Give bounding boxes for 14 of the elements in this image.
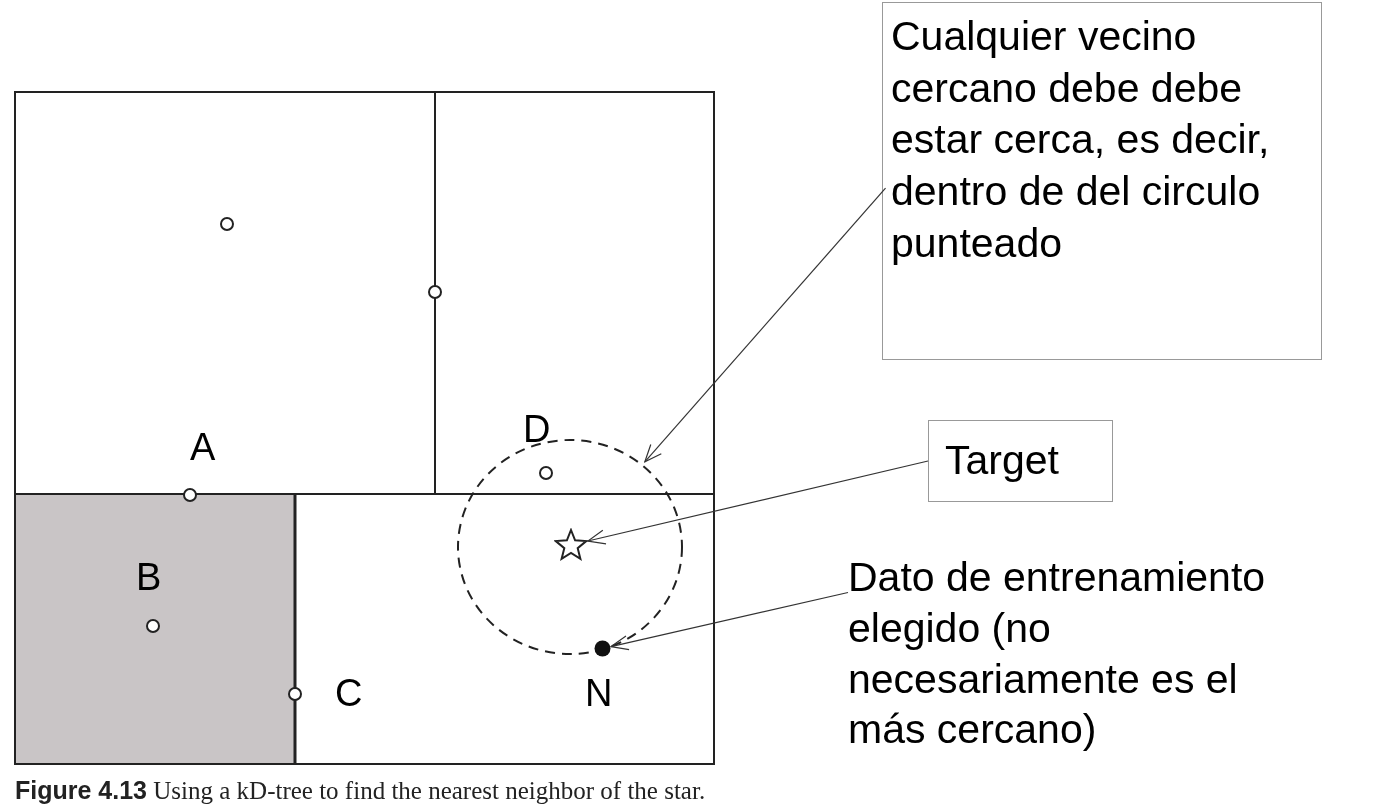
filled-point <box>594 640 611 657</box>
callout-box: Cualquier vecino cercano debe debe estar cerca, es decir, dentro de del circulo punteado <box>882 2 1322 360</box>
arrow <box>587 460 929 545</box>
callout-box: Target <box>928 420 1113 502</box>
arrow <box>644 187 887 463</box>
figure-caption: Figure 4.13 Using a kD-tree to find the nearest neighbor of the star. <box>15 776 706 805</box>
point-label: N <box>585 674 613 712</box>
arrow <box>610 591 849 651</box>
point-label: B <box>136 558 162 596</box>
point-label: D <box>523 410 551 448</box>
point-label: C <box>335 674 363 712</box>
point-label: A <box>190 428 216 466</box>
callout-text: Dato de entrenamiento elegido (no necesariamente es el más cercano) <box>848 554 1266 753</box>
star-icon <box>554 528 588 562</box>
